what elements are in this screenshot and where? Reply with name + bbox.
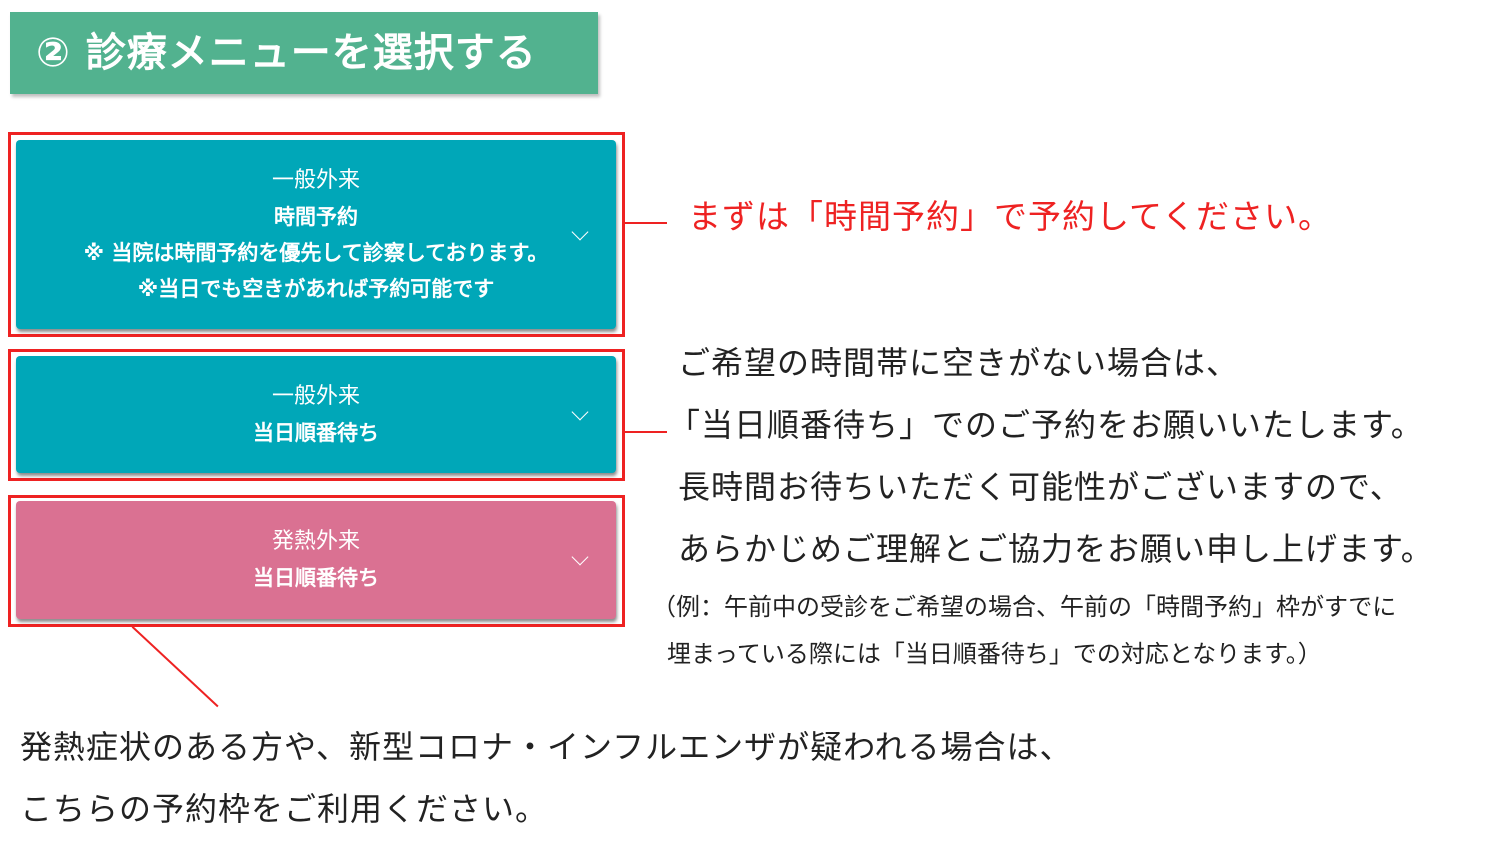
menu-title: 時間予約: [274, 204, 358, 229]
note-line: （例：午前中の受診をご希望の場合、午前の「時間予約」枠がすでに: [652, 593, 1397, 621]
menu-title: 当日順番待ち: [253, 420, 379, 445]
time-reservation-note: まずは「時間予約」で予約してください。: [688, 197, 1333, 236]
highlight-frame: [8, 132, 625, 337]
menu-category: 一般外来: [271, 383, 360, 409]
menu-same-day-button[interactable]: 一般外来 当日順番待ち: [16, 356, 616, 473]
note-line: ご希望の時間帯に空きがない場合は、: [678, 344, 1240, 382]
same-day-note: ご希望の時間帯に空きがない場合は、 「当日順番待ち」でのご予約をお願いいたします…: [668, 332, 1434, 580]
menu-note: ※当日でも空きがあれば予約可能です: [137, 276, 495, 301]
menu-title: 当日順番待ち: [253, 566, 379, 590]
note-line: 長時間お待ちいただく可能性がございますので、: [678, 468, 1403, 506]
note-line: 埋まっている際には「当日順番待ち」での対応となります。）: [667, 640, 1322, 668]
fever-note: 発熱症状のある方や、新型コロナ・インフルエンザが疑われる場合は、 こちらの予約枠…: [20, 716, 1072, 840]
note-line: こちらの予約枠をご利用ください。: [20, 790, 549, 828]
connector-line: [131, 626, 219, 708]
menu-category: 発熱外来: [271, 529, 360, 554]
highlight-frame: [8, 495, 625, 627]
menu-time-reservation-button[interactable]: 一般外来 時間予約 ※ 当院は時間予約を優先して診察しております。 ※当日でも空…: [16, 140, 616, 329]
menu-category: 一般外来: [271, 167, 360, 193]
section-title: ② 診療メニューを選択する: [10, 12, 598, 94]
note-line: 「当日順番待ち」でのご予約をお願いいたします。: [668, 406, 1424, 444]
note-line: あらかじめご理解とご協力をお願い申し上げます。: [678, 530, 1434, 568]
highlight-frame: [8, 349, 625, 481]
example-note: （例：午前中の受診をご希望の場合、午前の「時間予約」枠がすでに 埋まっている際に…: [652, 584, 1396, 678]
connector-line: [625, 222, 667, 224]
connector-line: [625, 431, 667, 433]
note-line: 発熱症状のある方や、新型コロナ・インフルエンザが疑われる場合は、: [20, 728, 1073, 766]
menu-note: ※ 当院は時間予約を優先して診察しております。: [83, 240, 549, 265]
menu-fever-button[interactable]: 発熱外来 当日順番待ち: [16, 501, 616, 619]
